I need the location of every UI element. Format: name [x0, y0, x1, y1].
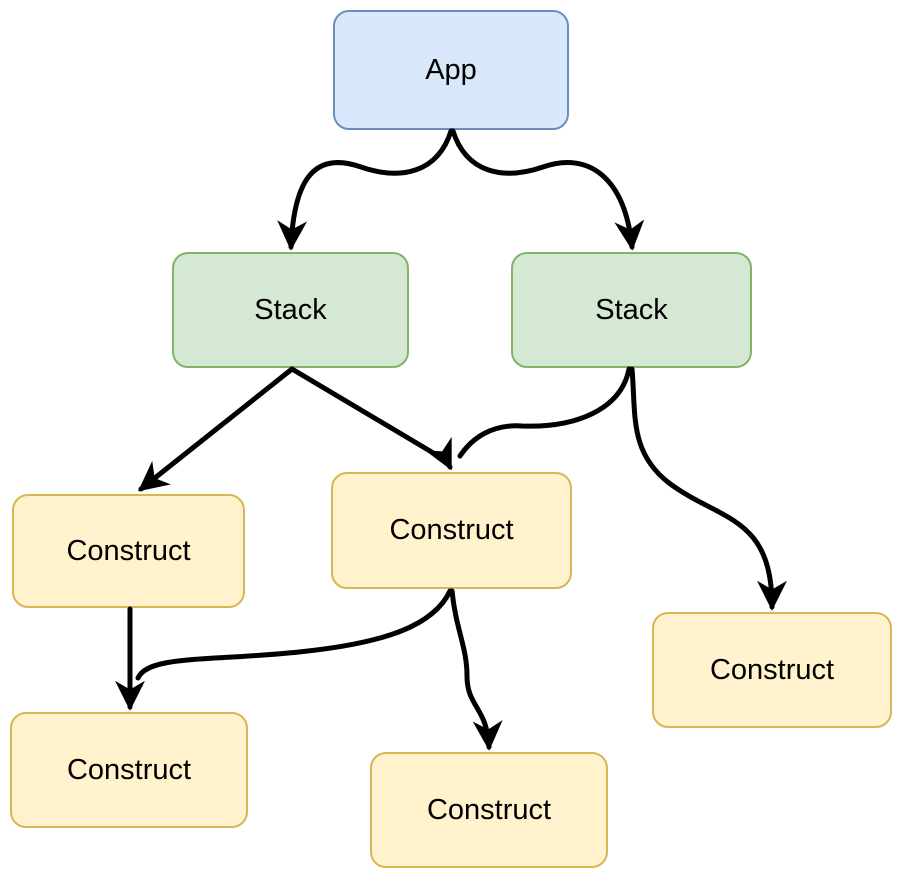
construct-middle-node-label: Construct [389, 514, 514, 546]
edge-app-to-stack-right [450, 128, 645, 251]
construct-right-node-label: Construct [709, 653, 835, 686]
construct-bottom-left-node: Construct [10, 712, 248, 828]
construct-right-node: Construct [652, 612, 892, 728]
edge-construct-middle-to-construct-bottom-middle [449, 588, 503, 751]
edge-app-to-stack-left [277, 128, 454, 251]
edge-stack-left-to-construct-left [138, 366, 295, 492]
construct-bottom-middle-node: Construct [370, 752, 608, 868]
stack-left-node: Stack [172, 252, 409, 368]
construct-bottom-left-node-label: Construct [66, 753, 192, 786]
construct-left-node: Construct [12, 494, 245, 608]
edge-stack-left-to-construct-middle [289, 366, 453, 471]
construct-left-node-label: Construct [66, 534, 191, 567]
stack-right-node: Stack [511, 252, 752, 368]
construct-bottom-middle-node-label: Construct [426, 793, 552, 826]
app-node-label: App [425, 53, 477, 86]
construct-middle-node: Construct [331, 472, 572, 589]
edge-stack-right-to-construct-right [629, 366, 787, 611]
app-node: App [333, 10, 569, 130]
stack-left-node-label: Stack [254, 293, 327, 326]
stack-right-node-label: Stack [595, 293, 668, 326]
edge-stack-right-to-construct-middle [457, 366, 632, 459]
